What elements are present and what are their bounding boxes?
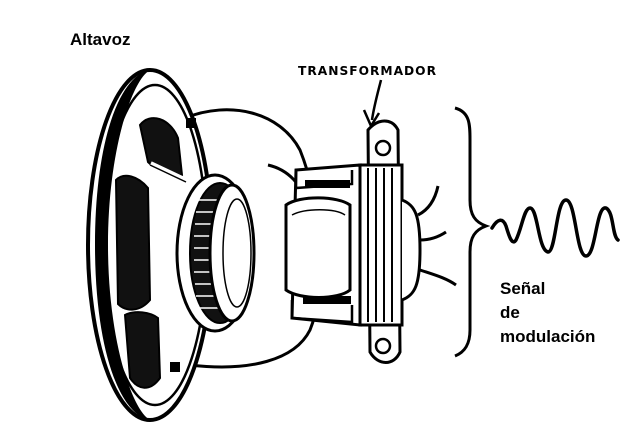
signal-brace bbox=[454, 106, 491, 358]
transformer bbox=[284, 119, 457, 364]
signal-label-line-2: de bbox=[500, 303, 520, 322]
speaker-windows bbox=[114, 117, 188, 389]
modulation-signal-wave bbox=[490, 198, 620, 258]
arrow-down-icon bbox=[362, 79, 383, 129]
modulation-signal-label: Señal de modulación bbox=[500, 277, 595, 349]
transformer-label: TRANSFORMADOR bbox=[298, 63, 437, 78]
signal-label-line-1: Señal bbox=[500, 279, 546, 298]
signal-label-line-3: modulación bbox=[500, 327, 596, 346]
speaker-label: Altavoz bbox=[70, 30, 131, 49]
speaker-magnet bbox=[175, 173, 256, 333]
speaker-mount-tabs bbox=[170, 118, 196, 372]
